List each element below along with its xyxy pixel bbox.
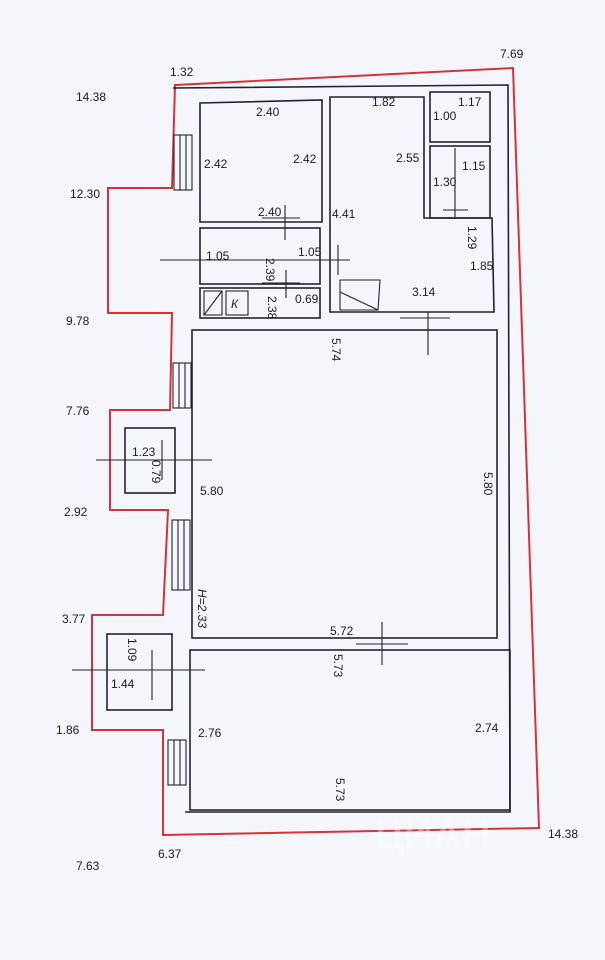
- dim-label-corr: 3.14: [412, 285, 436, 299]
- dim-label-low-left: 2.76: [198, 726, 222, 740]
- dim-label-top-left-corner: 14.38: [76, 90, 106, 104]
- dim-label-bay2-bottom: 1.86: [56, 723, 80, 737]
- dim-label-r1-right: 2.42: [293, 152, 317, 166]
- dim-label-step-upper: 12.30: [70, 187, 100, 201]
- dim-label-bay2-depth: 1.09: [125, 638, 139, 662]
- low-room: [189, 649, 511, 811]
- kitchen-niche: [199, 287, 321, 319]
- dim-label-top-right-vertex: 7.69: [500, 47, 524, 61]
- dim-label-wc2-right: 1.15: [462, 159, 486, 173]
- dim-label-big-top: 5.74: [329, 338, 343, 362]
- room-2: [329, 96, 495, 313]
- dim-label-hall-bottom: 2.39: [263, 258, 277, 282]
- dim-label-bottom-left-a: 7.63: [76, 859, 100, 873]
- dim-label-bay1-top: 7.76: [66, 404, 90, 418]
- hall: [199, 227, 321, 285]
- outer-boundary: [91, 66, 541, 837]
- building-walls: [172, 84, 511, 813]
- dim-label-wc2-left: 1.30: [433, 175, 457, 189]
- dim-label-top-left-vertex: 1.32: [170, 65, 194, 79]
- dim-label-step-lower: 9.78: [66, 314, 90, 328]
- wc-1: [429, 91, 491, 143]
- dim-label-r1-top: 2.40: [256, 105, 280, 119]
- room-1: [199, 99, 323, 223]
- dim-label-k-label: К: [231, 297, 239, 311]
- dim-label-low-bottom: 5.73: [333, 778, 347, 802]
- dim-label-big-right: 5.80: [481, 472, 495, 496]
- dim-label-bottom-left-b: 6.37: [158, 847, 182, 861]
- dim-label-wc2-bottom: 1.29: [465, 226, 479, 250]
- wc-2: [429, 145, 491, 219]
- k-box: [225, 290, 249, 316]
- dim-label-big-left: 5.80: [200, 484, 224, 498]
- dim-label-r2-left: 4.41: [332, 207, 356, 221]
- room-labels: 2.40 2.42 2.42 2.40 1.82 2.55 1.85 4.41 …: [111, 95, 499, 802]
- dim-label-bay1-bottom: 2.92: [64, 505, 88, 519]
- dim-label-bay2-top: 3.77: [62, 612, 86, 626]
- dim-label-bay2-width: 1.44: [111, 677, 135, 691]
- dim-label-height-note: H=2.33: [195, 589, 209, 628]
- fixtures: [203, 279, 381, 316]
- dim-label-r2-side: 2.55: [396, 151, 420, 165]
- big-room: [191, 329, 498, 639]
- door-ticks: [72, 148, 468, 700]
- dim-label-r1-left: 2.42: [204, 157, 228, 171]
- window-markers: [167, 134, 193, 786]
- dim-label-hall-left: 1.05: [206, 249, 230, 263]
- rooms: [106, 91, 511, 811]
- dim-label-k-width: 2.38: [265, 296, 279, 320]
- dim-label-r1-bottom: 2.40: [258, 205, 282, 219]
- dim-label-low-top: 5.73: [331, 654, 345, 678]
- dim-label-r2-top: 1.82: [372, 95, 396, 109]
- dim-label-r2-right: 1.85: [470, 259, 494, 273]
- outer-labels: 1.32 7.69 14.38 12.30 9.78 7.76 2.92 3.7…: [56, 47, 578, 873]
- dim-label-k-side: 0.69: [295, 292, 319, 306]
- dim-label-hall-right: 1.05: [298, 245, 322, 259]
- dim-label-big-bottom: 5.72: [330, 624, 354, 638]
- dim-label-wc1-top: 1.17: [458, 95, 482, 109]
- watermark-logo: ЦИАН: [375, 813, 491, 857]
- dim-label-wc1-left: 1.00: [433, 109, 457, 123]
- dim-label-bottom-right: 14.38: [548, 827, 578, 841]
- bay-2: [106, 633, 173, 711]
- dim-label-bay1-depth: 0.79: [149, 460, 163, 484]
- dim-label-bay1-width: 1.23: [132, 445, 156, 459]
- dim-label-low-right: 2.74: [475, 721, 499, 735]
